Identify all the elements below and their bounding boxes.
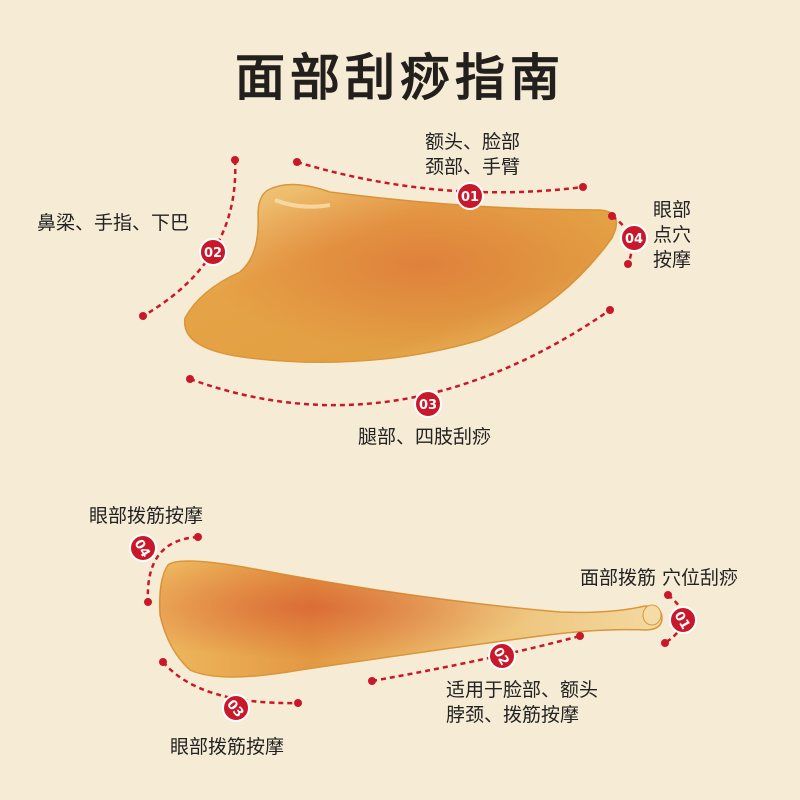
label-04: 眼部 点穴 按摩 [653,198,691,273]
page-title: 面部刮痧指南 [235,49,565,107]
badge-t2-04: 04 [129,534,157,562]
label-01-line2: 颈部、手臂 [425,156,521,178]
label-04-line3: 按摩 [653,249,692,271]
tool1-guide-dots [139,156,632,383]
t2-label-03: 眼部拨筋按摩 [170,736,285,758]
label-03: 腿部、四肢刮痧 [358,426,492,448]
label-01: 额头、脸部 颈部、手臂 [425,130,520,180]
t2-label-02: 适用于脸部、额头 脖颈、拨筋按摩 [446,678,598,728]
t2-label-02-line1: 适用于脸部、额头 [446,679,599,701]
badge-03-text: 03 [419,398,437,413]
badge-02-text: 02 [204,246,222,261]
scraper-tool-1 [184,183,618,364]
label-04-line1: 眼部 [653,199,692,221]
badge-t2-02: 02 [488,642,516,670]
badge-t2-03: 03 [222,694,250,722]
t2-label-01: 面部拨筋 穴位刮痧 [580,567,739,589]
badge-04-text: 04 [625,232,643,247]
badge-01-text: 01 [461,190,479,205]
badge-t2-01: 01 [669,606,697,634]
badge-03: 03 [414,390,442,418]
label-01-line1: 额头、脸部 [425,131,521,153]
badge-04: 04 [620,224,648,252]
t2-label-04: 眼部拨筋按摩 [89,505,204,527]
label-04-line2: 点穴 [653,224,692,246]
scraper-tool-2 [158,560,663,678]
tool2-guide-dots [144,533,672,707]
badge-01: 01 [456,182,484,210]
label-02: 鼻梁、手指、下巴 [37,212,190,234]
badge-02: 02 [199,238,227,266]
t2-label-02-line2: 脖颈、拨筋按摩 [446,704,580,726]
